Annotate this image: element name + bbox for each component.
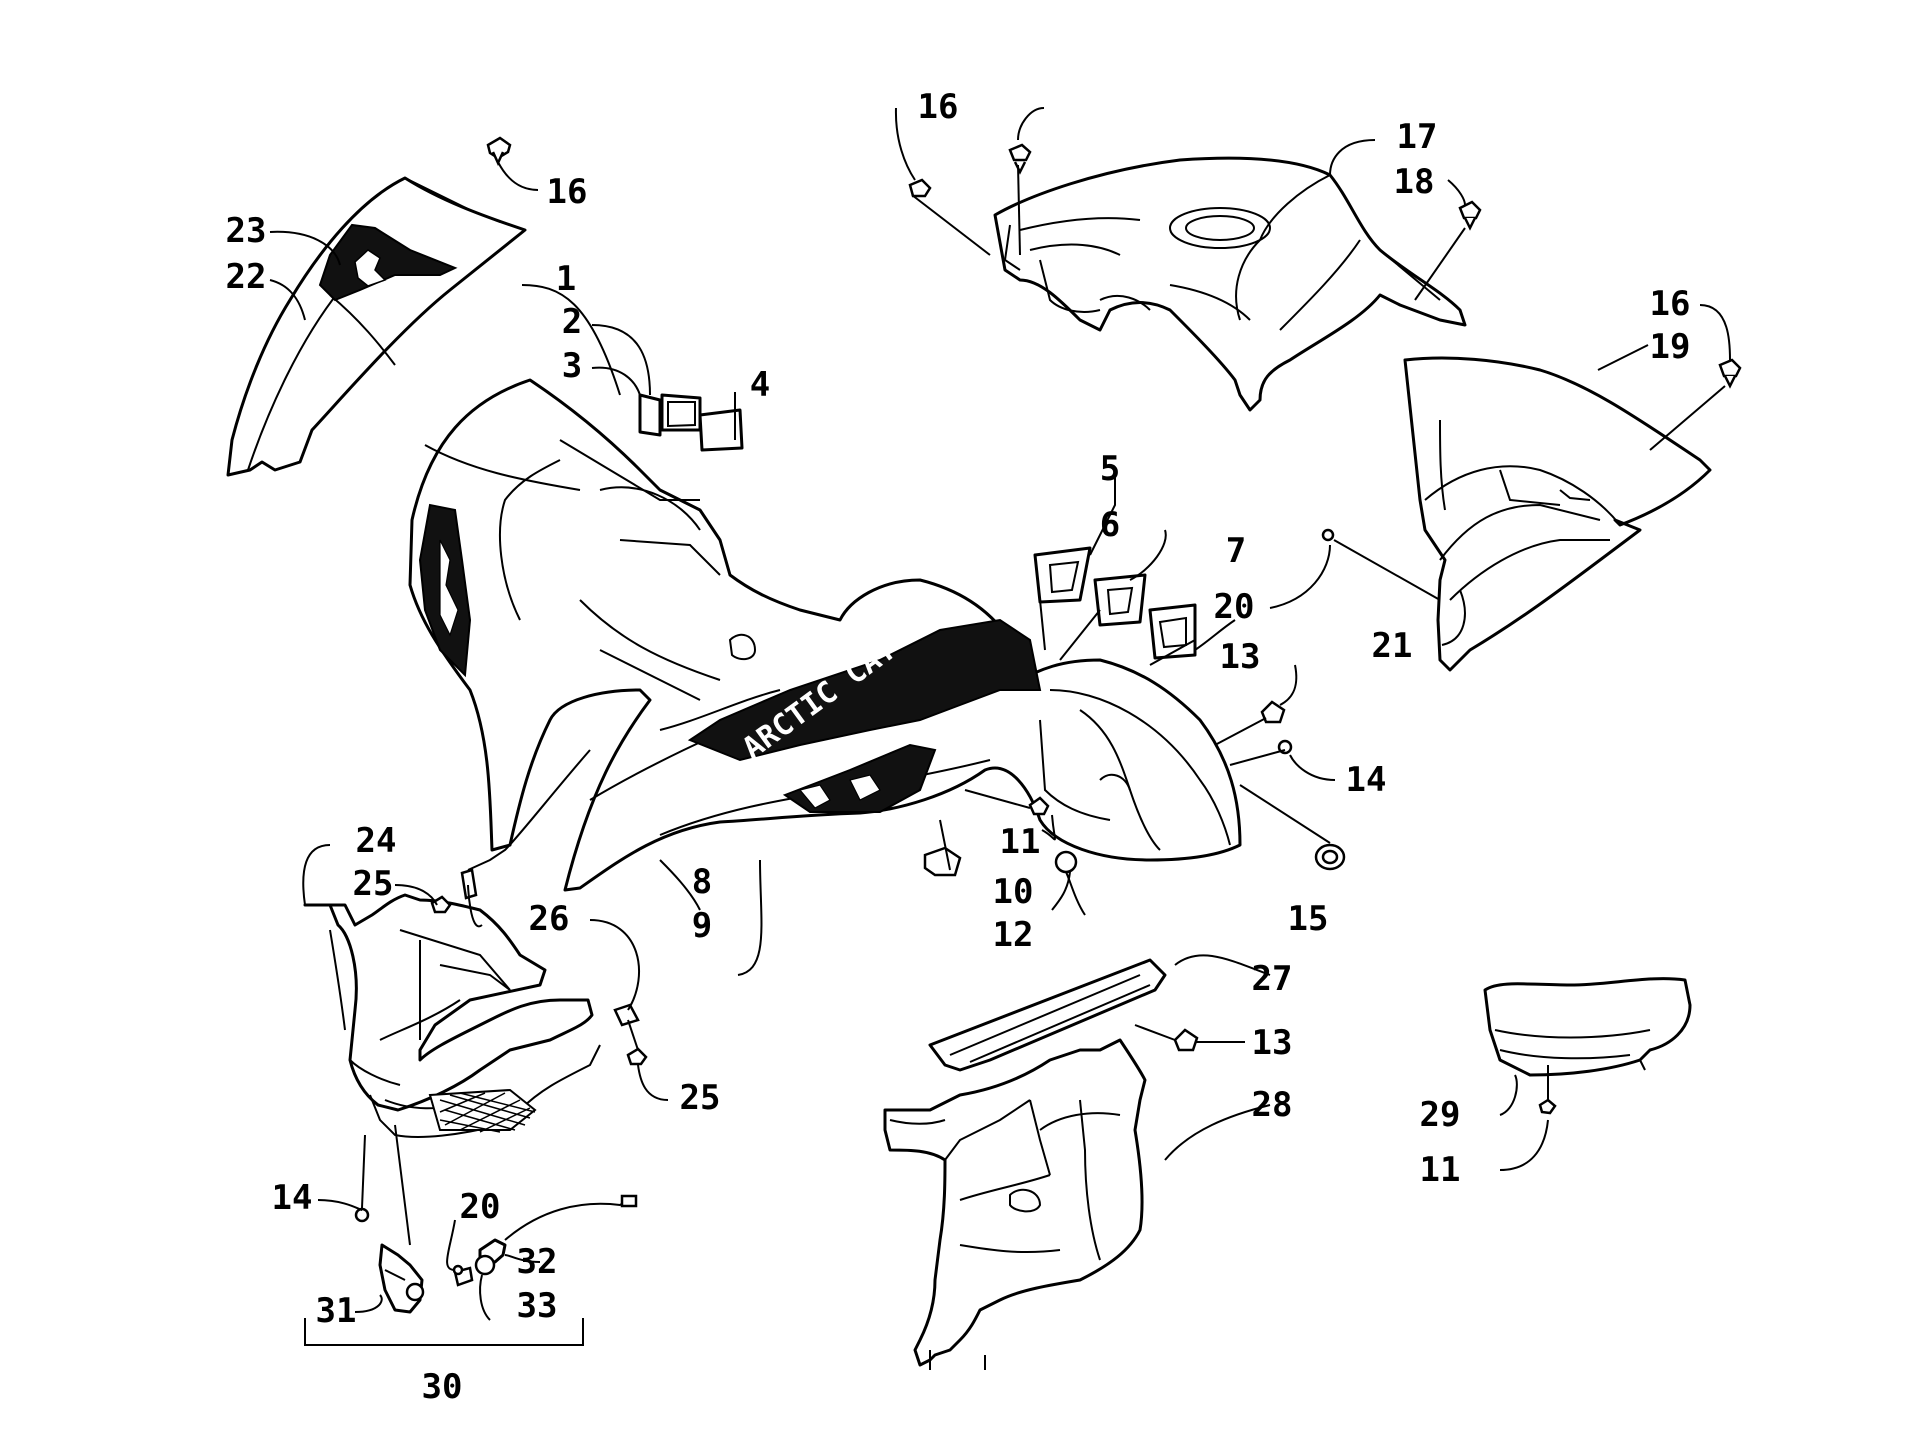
callout-18: 18 bbox=[1394, 162, 1435, 202]
front-lower-bumper-part bbox=[303, 893, 601, 1138]
side-panel-part bbox=[1403, 356, 1712, 672]
decal-set-1-4 bbox=[638, 393, 744, 452]
callout-8: 8 bbox=[692, 862, 712, 902]
callout-7: 7 bbox=[1226, 531, 1246, 571]
callout-20-lower: 20 bbox=[460, 1187, 501, 1227]
callout-24: 24 bbox=[356, 821, 397, 861]
callout-25-lower: 25 bbox=[680, 1078, 721, 1118]
callout-12: 12 bbox=[993, 915, 1034, 955]
callout-3: 3 bbox=[562, 346, 582, 386]
rear-fender-part bbox=[993, 156, 1467, 412]
callout-29: 29 bbox=[1420, 1095, 1461, 1135]
callout-14-lower: 14 bbox=[272, 1178, 313, 1218]
front-fender-part: ARCTIC CAT bbox=[408, 378, 1242, 892]
callout-19: 19 bbox=[1650, 327, 1691, 367]
visor-decal bbox=[318, 223, 458, 302]
callout-32: 32 bbox=[517, 1242, 558, 1282]
callout-31: 31 bbox=[316, 1291, 357, 1331]
callout-16-top-left: 16 bbox=[547, 172, 588, 212]
lower-side-cover-part bbox=[1483, 977, 1692, 1077]
leader-lines bbox=[269, 107, 1731, 1346]
callout-33: 33 bbox=[517, 1286, 558, 1326]
callout-labels: 1 2 3 4 5 6 7 8 9 10 11 11 12 13 13 14 1… bbox=[226, 87, 1691, 1407]
callout-16-rear: 16 bbox=[918, 87, 959, 127]
callout-30: 30 bbox=[422, 1367, 463, 1407]
callout-2: 2 bbox=[562, 302, 582, 342]
fastener-hardware bbox=[354, 136, 1742, 1276]
callout-10: 10 bbox=[993, 872, 1034, 912]
callout-4: 4 bbox=[750, 365, 770, 405]
callout-17: 17 bbox=[1397, 117, 1438, 157]
callout-13-lower: 13 bbox=[1252, 1023, 1293, 1063]
headlight-assembly-part bbox=[378, 1194, 638, 1314]
callout-1: 1 bbox=[556, 259, 576, 299]
grille-mesh bbox=[428, 1088, 537, 1133]
callout-16-right: 16 bbox=[1650, 284, 1691, 324]
callout-15: 15 bbox=[1288, 899, 1329, 939]
callout-20-right: 20 bbox=[1214, 587, 1255, 627]
callout-13: 13 bbox=[1220, 637, 1261, 677]
callout-6: 6 bbox=[1100, 505, 1120, 545]
front-visor-part bbox=[226, 176, 527, 477]
callout-22: 22 bbox=[226, 257, 267, 297]
callout-11: 11 bbox=[1000, 822, 1041, 862]
callout-5: 5 bbox=[1100, 449, 1120, 489]
callout-28: 28 bbox=[1252, 1085, 1293, 1125]
callout-25-upper: 25 bbox=[353, 864, 394, 904]
callout-9: 9 bbox=[692, 906, 712, 946]
callout-14: 14 bbox=[1346, 760, 1387, 800]
decal-set-5-7 bbox=[1033, 546, 1197, 660]
callout-23: 23 bbox=[226, 211, 267, 251]
footwell-splash-guard-part bbox=[883, 958, 1167, 1370]
callout-11-lower: 11 bbox=[1420, 1150, 1461, 1190]
callout-26: 26 bbox=[529, 899, 570, 939]
callout-21: 21 bbox=[1372, 626, 1413, 666]
callout-27: 27 bbox=[1252, 959, 1293, 999]
hood-decal bbox=[687, 618, 1042, 762]
